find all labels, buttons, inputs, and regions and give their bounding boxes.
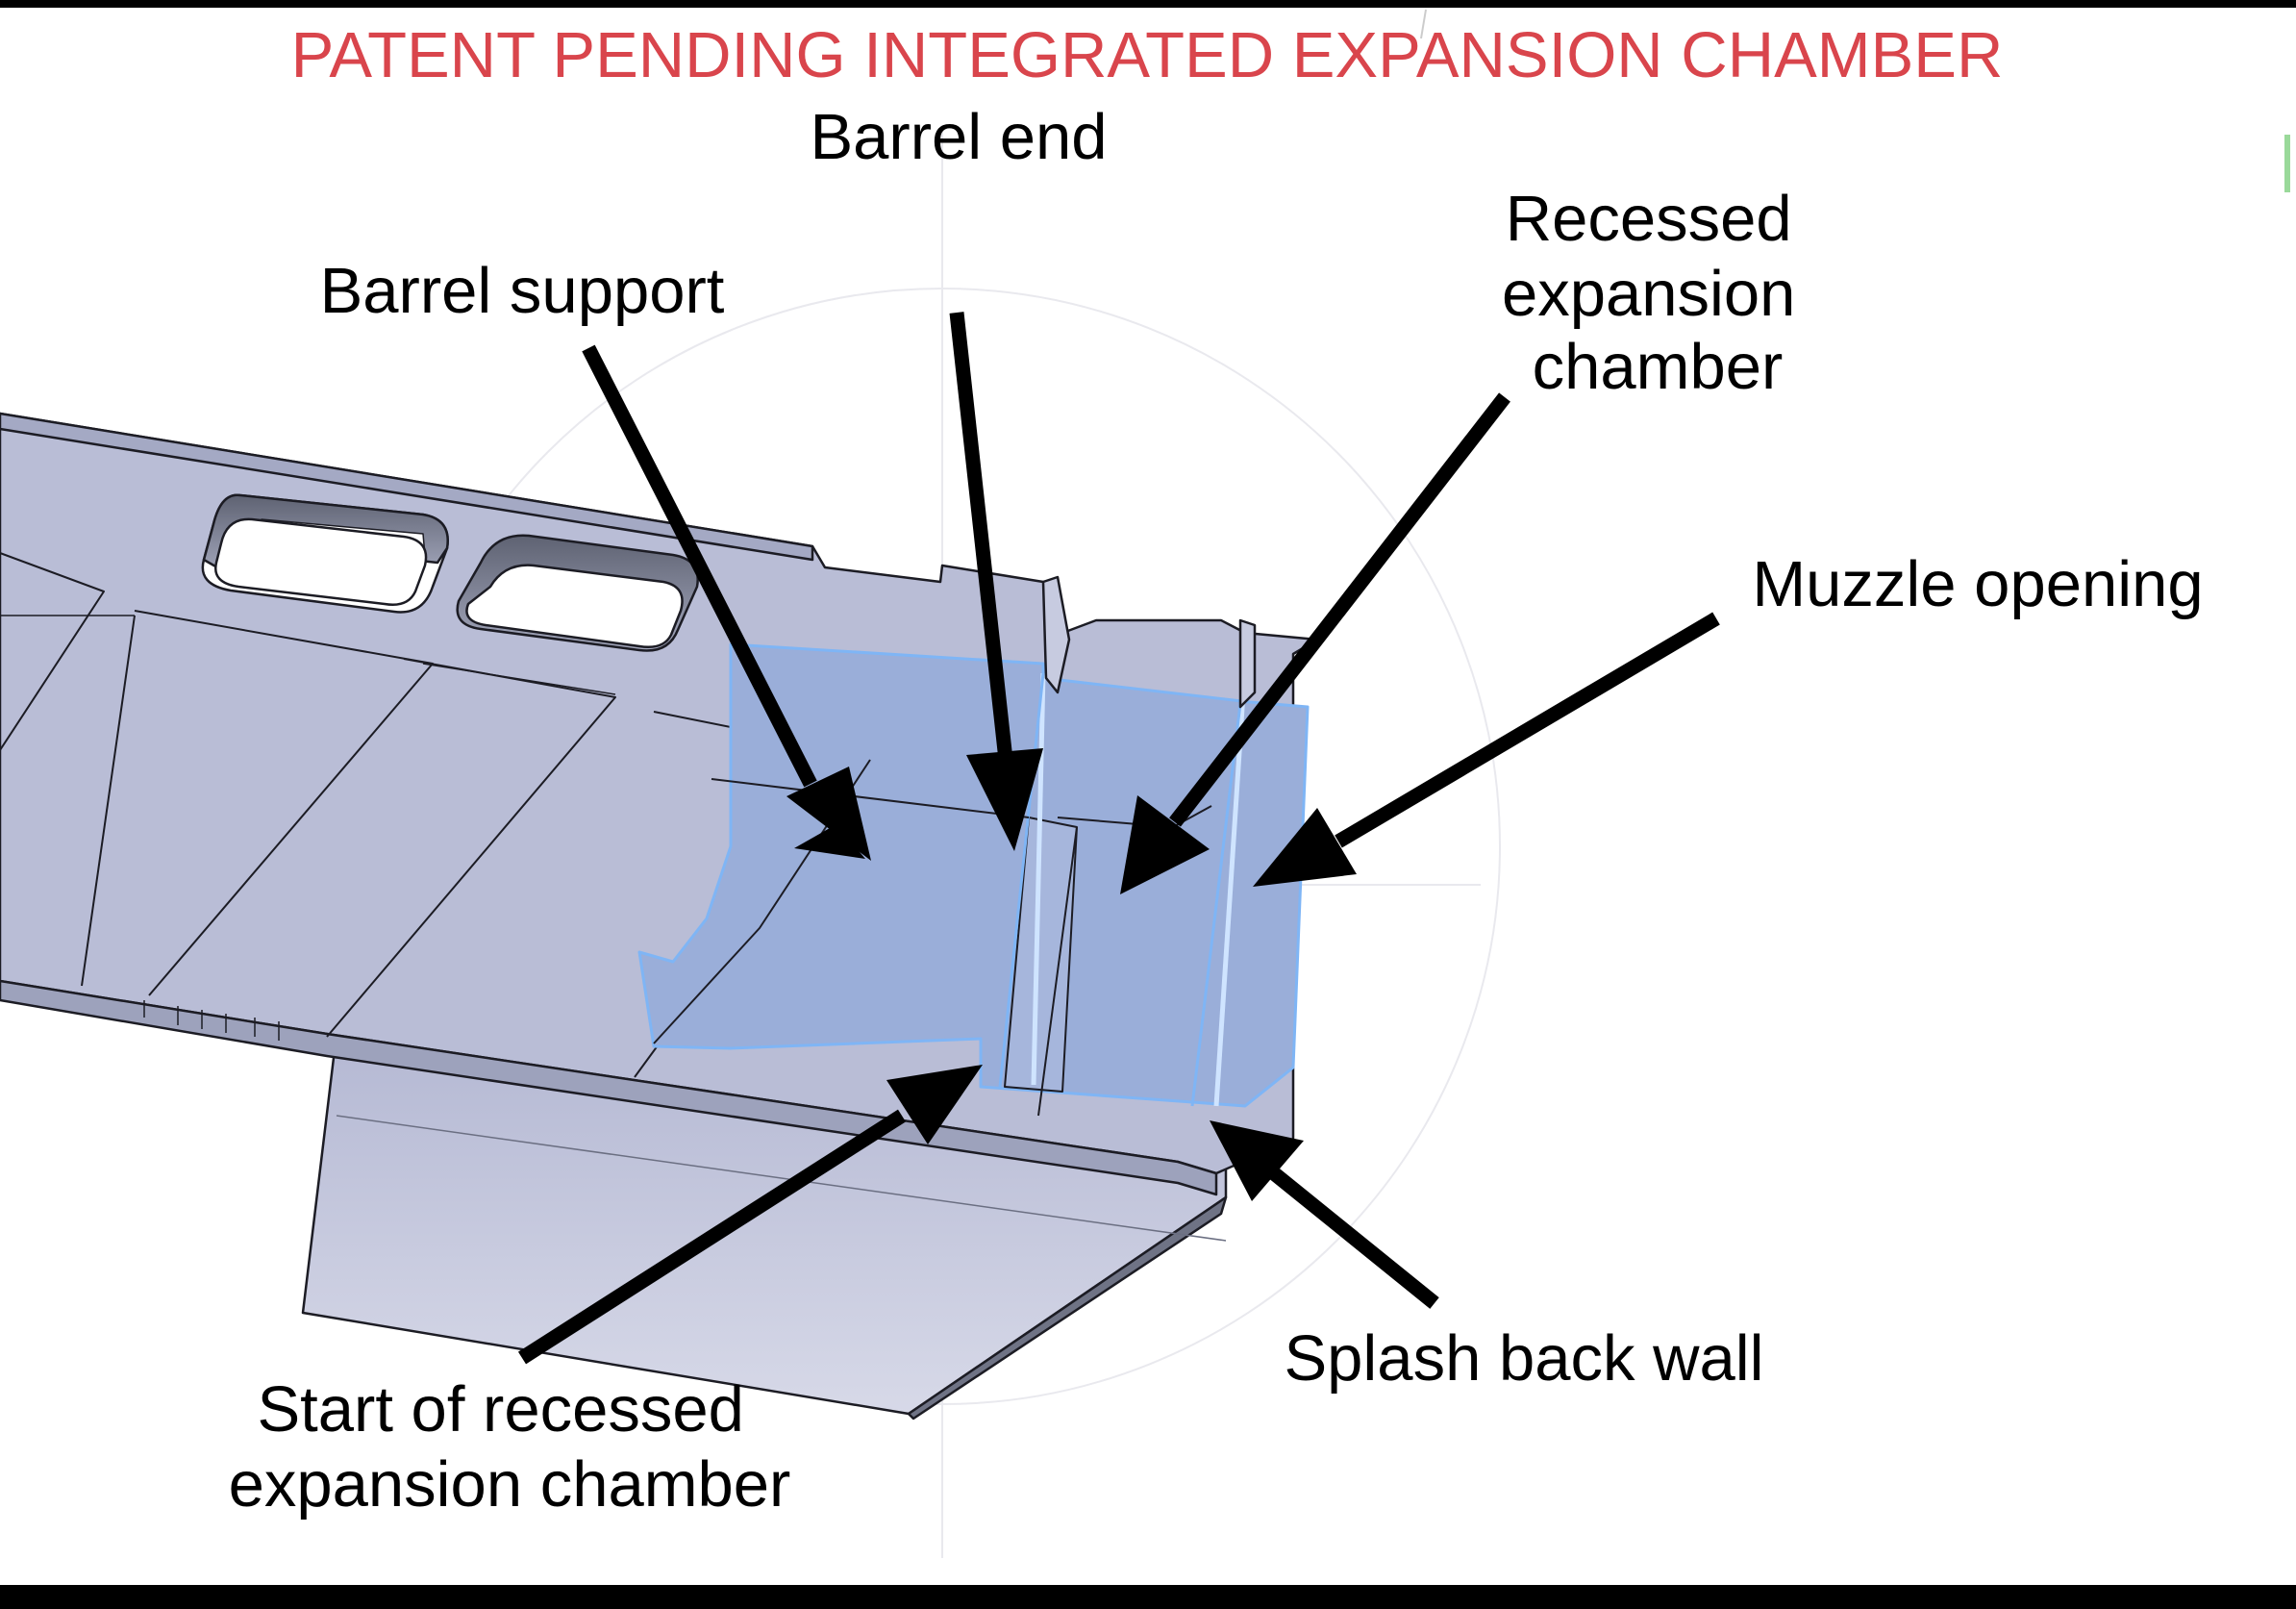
arrow-barrel-support	[582, 344, 871, 861]
arrows	[517, 312, 1720, 1365]
label-barrel-end: Barrel end	[810, 101, 1107, 173]
label-splash-back-wall: Splash back wall	[1284, 1322, 1763, 1395]
label-muzzle-opening: Muzzle opening	[1752, 548, 2203, 620]
cutout-window-1	[201, 493, 449, 614]
rib-lines	[0, 552, 871, 1078]
arrow-recessed-chamber	[1120, 392, 1510, 894]
label-start-of-chamber: Start of recessed expansion chamber	[229, 1373, 791, 1521]
label-barrel-support: Barrel support	[320, 255, 725, 327]
arrow-start-of-chamber	[517, 1065, 983, 1365]
bottom-frame-bar	[0, 1585, 2296, 1604]
arrow-splash-back-wall	[1210, 1120, 1439, 1309]
barrel-end-walls	[1041, 575, 1257, 709]
label-recessed-chamber-line-3: chamber	[1533, 331, 1784, 403]
label-recessed-chamber-line-2: expansion	[1502, 258, 1795, 330]
arrow-barrel-end	[949, 312, 1043, 851]
skirt-bottom-edge	[907, 1195, 1228, 1420]
arrow-muzzle-opening	[1253, 612, 1720, 887]
label-start-of-chamber-line-1: Start of recessed	[257, 1373, 743, 1446]
label-recessed-chamber-line-1: Recessed	[1506, 183, 1792, 255]
edge-marks	[1420, 9, 2290, 192]
front-edge	[0, 979, 1218, 1196]
expansion-chamber-highlight	[637, 642, 1310, 1117]
labels: Barrel end Barrel support Recessed expan…	[229, 101, 2204, 1521]
cutout-window-2	[456, 534, 699, 652]
rear-edge	[0, 412, 814, 562]
label-recessed-chamber: Recessed expansion chamber	[1502, 183, 1813, 403]
label-start-of-chamber-line-2: expansion chamber	[229, 1448, 791, 1521]
diagram-title: PATENT PENDING INTEGRATED EXPANSION CHAM…	[291, 19, 2004, 91]
edge-ticks	[143, 1000, 280, 1041]
